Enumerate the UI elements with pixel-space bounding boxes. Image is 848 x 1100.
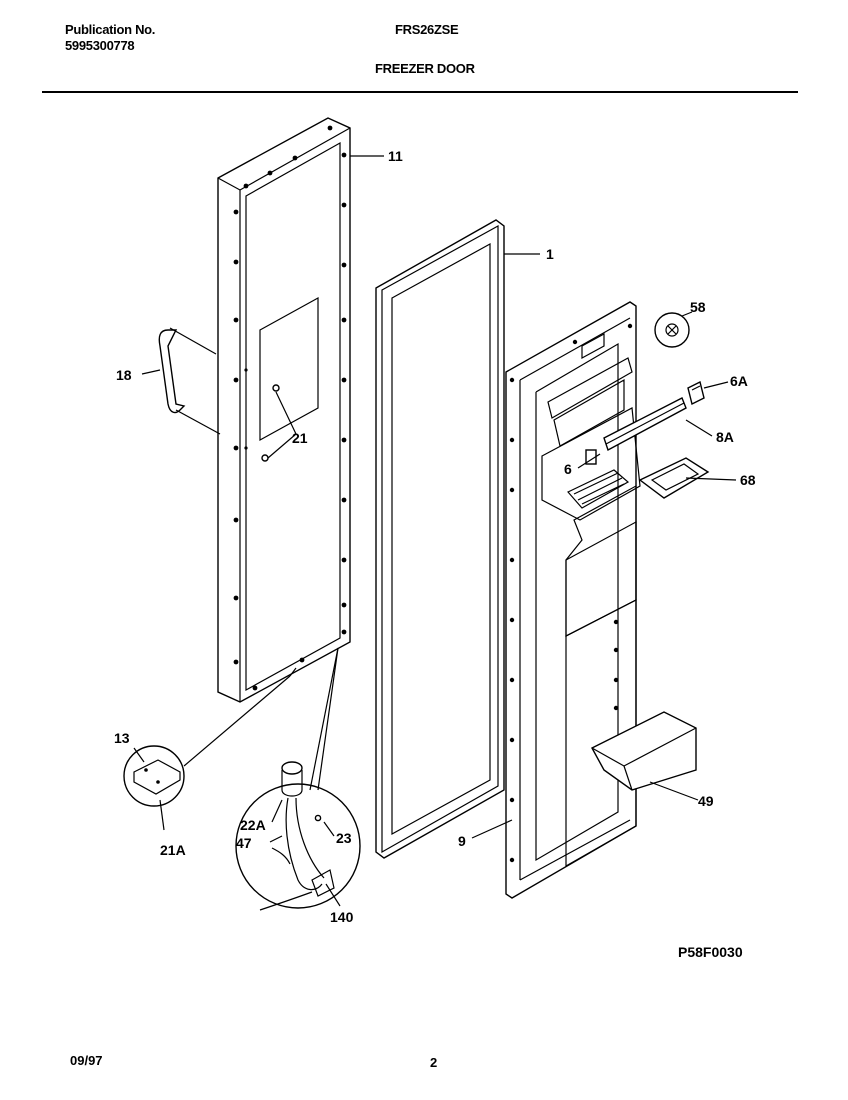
footer-date: 09/97 bbox=[70, 1053, 103, 1068]
page-number: 2 bbox=[430, 1055, 438, 1070]
inner-door-liner bbox=[505, 301, 641, 899]
hinge-detail-circle bbox=[123, 667, 297, 807]
wire-harness-detail-circle bbox=[235, 647, 361, 911]
section-title: FREEZER DOOR bbox=[375, 61, 475, 76]
callout-11: 11 bbox=[388, 148, 403, 164]
callout-6A: 6A bbox=[730, 373, 748, 389]
callout-21: 21 bbox=[292, 430, 308, 446]
door-gasket bbox=[375, 219, 505, 859]
callout-9: 9 bbox=[458, 833, 466, 849]
callout-58: 58 bbox=[690, 299, 706, 315]
publication-label: Publication No. bbox=[65, 22, 156, 37]
header-rule bbox=[42, 91, 798, 93]
callout-68: 68 bbox=[740, 472, 756, 488]
bucket-part-49 bbox=[591, 711, 697, 791]
bracket-part-6A bbox=[687, 380, 705, 406]
callout-8A: 8A bbox=[716, 429, 734, 445]
screw-part-58 bbox=[654, 312, 690, 348]
door-handle bbox=[158, 327, 221, 435]
model-number: FRS26ZSE bbox=[395, 22, 459, 37]
drip-tray-part-68 bbox=[638, 457, 710, 499]
callout-6: 6 bbox=[564, 461, 572, 477]
diagram-code: P58F0030 bbox=[678, 944, 743, 960]
callout-1: 1 bbox=[546, 246, 554, 262]
callout-140: 140 bbox=[330, 909, 354, 925]
callout-18: 18 bbox=[116, 367, 132, 383]
callout-47: 47 bbox=[236, 835, 252, 851]
callout-21A: 21A bbox=[160, 842, 186, 858]
callout-22A: 22A bbox=[240, 817, 266, 833]
lever-part-8A bbox=[603, 397, 687, 452]
callout-13: 13 bbox=[114, 730, 130, 746]
callout-49: 49 bbox=[698, 793, 714, 809]
callout-23: 23 bbox=[336, 830, 352, 846]
leader-lines bbox=[133, 155, 737, 907]
publication-number: 5995300778 bbox=[65, 38, 135, 53]
